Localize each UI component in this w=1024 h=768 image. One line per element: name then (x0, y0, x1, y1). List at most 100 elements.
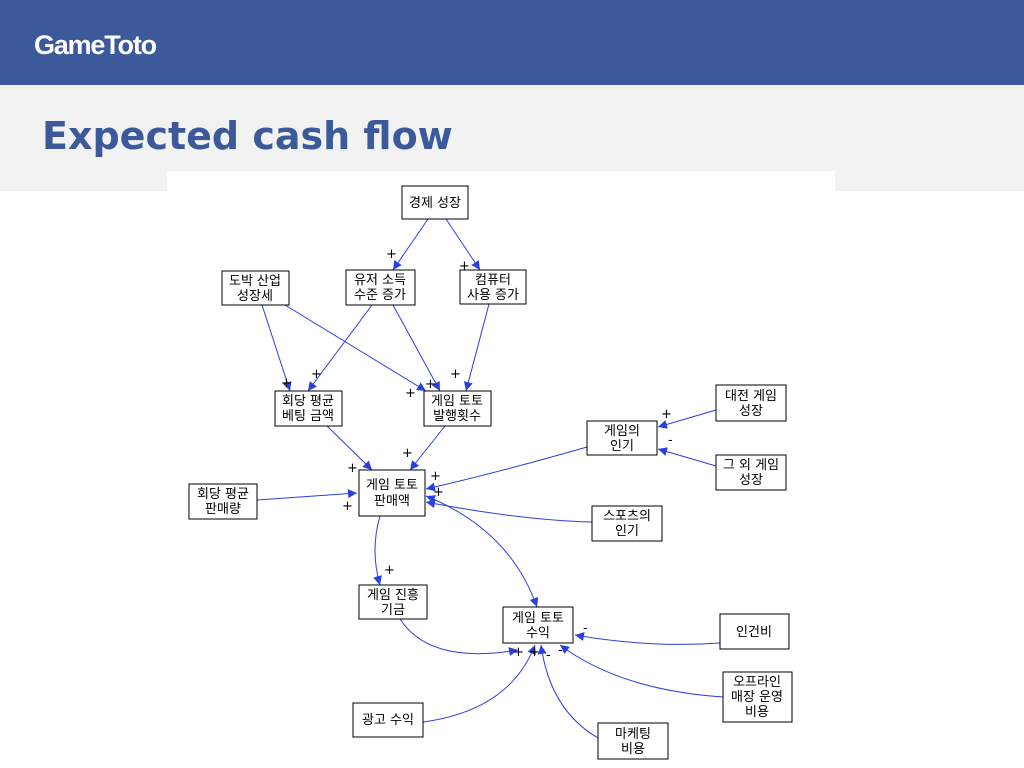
causal-loop-diagram: + + + + + + + + - + + + + + + - + + - - … (188, 185, 793, 760)
edge-pc-issue (463, 303, 490, 392)
node-other-game-growth: 그 외 게임 성장 (715, 454, 787, 491)
node-label: 판매액 (374, 494, 410, 509)
edges (256, 218, 724, 739)
node-label: 스포츠의 (603, 509, 651, 524)
node-label: 기금 (381, 603, 405, 618)
node-user-income: 유저 소득 수준 증가 (345, 269, 416, 306)
sign-plus: + (402, 446, 413, 461)
polarity-signs: + + + + + + + + - + + + + + + - + + - - (281, 247, 673, 663)
sign-plus: + (513, 645, 524, 660)
node-gambling-industry: 도박 산업 성장세 (221, 270, 290, 306)
edge-income-issue (392, 304, 441, 392)
edge-economy-income (392, 218, 429, 271)
sign-plus: + (281, 376, 292, 391)
node-label: 인건비 (736, 625, 772, 640)
edge-offline-revenue (559, 644, 724, 698)
edge-economy-pc (445, 218, 481, 271)
node-sales-amount: 게임 토토 판매액 (358, 469, 426, 517)
sign-plus: + (430, 469, 441, 484)
edge-othergame-gamepop (657, 447, 717, 467)
node-label: 광고 수익 (362, 713, 414, 728)
edge-gambling-issue (284, 304, 427, 392)
edge-income-avgbet (307, 304, 373, 392)
edge-marketing-revenue (537, 644, 599, 739)
sign-plus: + (529, 645, 540, 660)
node-label: 대전 게임 (725, 389, 777, 404)
node-labor-cost: 인건비 (719, 613, 790, 650)
node-label: 인기 (610, 439, 634, 454)
sign-plus: + (450, 367, 461, 382)
node-label: 인기 (615, 524, 639, 539)
edge-issue-sales (409, 425, 446, 471)
sign-minus: - (546, 648, 551, 663)
top-bar: GameToto (0, 0, 1024, 85)
node-label: 회당 평균 (282, 394, 334, 409)
node-label: 판매량 (205, 502, 241, 517)
edge-gamepop-sales (425, 446, 588, 492)
edge-ads-revenue (422, 644, 536, 723)
node-label: 컴퓨터 (475, 273, 511, 288)
node-label: 오프라인 (733, 675, 781, 690)
edge-sales-revenue (425, 495, 539, 608)
node-promotion-fund: 게임 진흥 기금 (358, 584, 428, 620)
node-label: 유저 소득 (354, 273, 406, 288)
edge-pvp-gamepop (657, 409, 717, 429)
node-game-popularity: 게임의 인기 (586, 420, 658, 456)
node-label: 회당 평균 (197, 487, 249, 502)
node-label: 사용 증가 (467, 288, 519, 303)
sign-minus: - (583, 621, 588, 636)
edge-avgbet-sales (326, 425, 373, 471)
node-ad-revenue: 광고 수익 (352, 702, 424, 738)
node-label: 수익 (526, 626, 550, 641)
sign-plus: + (459, 259, 470, 274)
node-label: 게임 토토 (431, 394, 483, 409)
edge-fund-revenue (399, 618, 519, 656)
sign-plus: + (425, 377, 436, 392)
node-label: 매장 운영 (731, 690, 783, 705)
node-avg-sales-volume: 회당 평균 판매량 (188, 483, 258, 520)
node-label: 게임 토토 (512, 611, 564, 626)
sign-minus: - (668, 433, 673, 448)
node-label: 게임의 (604, 424, 640, 439)
sign-plus: + (342, 499, 353, 514)
node-label: 마케팅 (615, 727, 651, 742)
node-pvp-game-growth: 대전 게임 성장 (715, 384, 787, 422)
edge-avgsales-sales (256, 489, 358, 501)
node-label: 경제 성장 (409, 196, 461, 211)
sign-plus: + (433, 485, 444, 500)
node-marketing-cost: 마케팅 비용 (597, 722, 669, 760)
sign-plus: + (661, 407, 672, 422)
node-avg-bet-amount: 회당 평균 베팅 금액 (274, 390, 343, 427)
sign-plus: + (311, 367, 322, 382)
node-label: 성장 (739, 404, 763, 419)
node-computer-usage: 컴퓨터 사용 증가 (459, 269, 527, 305)
node-economy-growth: 경제 성장 (401, 185, 469, 220)
node-label: 도박 산업 (229, 274, 281, 289)
edge-gambling-avgbet (261, 304, 292, 392)
node-revenue: 게임 토토 수익 (502, 606, 574, 644)
node-label: 성장 (739, 473, 763, 488)
sign-plus: + (384, 563, 395, 578)
node-label: 게임 진흥 (367, 588, 419, 603)
node-label: 비용 (621, 742, 645, 757)
sign-plus: + (405, 386, 416, 401)
brand-logo: GameToto (34, 30, 157, 60)
diagram-area: + + + + + + + + - + + + + + + - + + - - … (167, 171, 835, 768)
node-offline-store-cost: 오프라인 매장 운영 비용 (722, 671, 793, 723)
sign-plus: + (347, 461, 358, 476)
node-issue-count: 게임 토토 발행횟수 (423, 390, 492, 427)
node-label: 게임 토토 (366, 478, 418, 493)
node-label: 그 외 게임 (723, 458, 779, 473)
node-label: 베팅 금액 (282, 409, 334, 424)
node-sports-popularity: 스포츠의 인기 (591, 505, 663, 542)
node-label: 비용 (745, 705, 769, 720)
edge-sports-sales (425, 499, 593, 523)
slide-title: Expected cash flow (42, 114, 453, 158)
edge-labor-revenue (574, 632, 721, 645)
node-label: 성장세 (237, 289, 273, 304)
edge-sales-fund (373, 515, 382, 586)
node-label: 발행횟수 (433, 408, 481, 424)
sign-minus: - (558, 643, 563, 658)
sign-plus: + (386, 247, 397, 262)
node-label: 수준 증가 (354, 288, 406, 303)
